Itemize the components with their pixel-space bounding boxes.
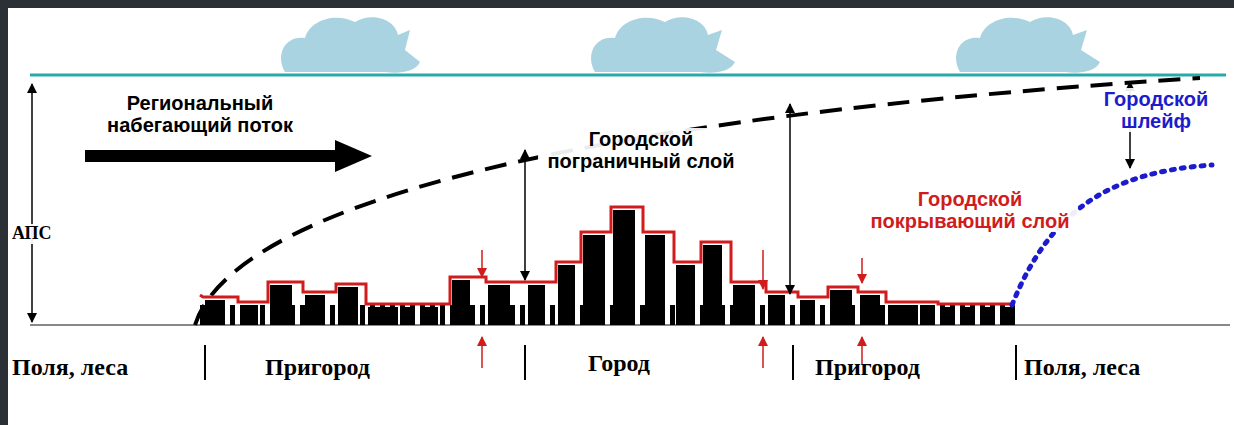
- building: [558, 265, 575, 325]
- building: [488, 285, 510, 325]
- cloud: [281, 17, 1100, 73]
- building: [1000, 307, 1015, 325]
- building: [205, 300, 225, 325]
- building: [528, 285, 545, 325]
- thickness-arrow: [789, 104, 791, 294]
- building: [980, 307, 995, 325]
- zone-label: Пригород: [815, 354, 920, 380]
- zone-label: Пригород: [265, 354, 370, 380]
- building: [305, 295, 325, 325]
- building: [645, 235, 665, 325]
- building: [960, 307, 975, 325]
- building: [940, 307, 955, 325]
- building: [830, 290, 852, 325]
- building: [385, 307, 398, 325]
- zone-label: Город: [588, 350, 650, 376]
- building: [402, 307, 414, 325]
- boundary-layer-curve: [195, 78, 1200, 325]
- building: [338, 287, 358, 325]
- building: [922, 305, 935, 325]
- building: [368, 307, 380, 325]
- abl-height-arrow: [31, 84, 33, 322]
- zone-label: Поля, леса: [12, 354, 128, 380]
- building: [240, 305, 258, 325]
- building: [420, 307, 438, 325]
- building: [452, 280, 470, 325]
- layer-label: Городской покрывающий слой: [862, 188, 1078, 232]
- abl-top-line: [30, 74, 1226, 77]
- layer-label: Городской пограничный слой: [538, 128, 744, 172]
- frame-band: [0, 0, 8, 425]
- frame-band: [0, 0, 1234, 8]
- flow-arrow: [85, 140, 372, 172]
- plume-curve: [1012, 165, 1212, 305]
- building: [733, 285, 755, 325]
- building: [888, 305, 900, 325]
- building: [613, 210, 635, 325]
- boundary-marker: [482, 250, 862, 368]
- axis-label: АПС: [9, 224, 55, 244]
- building: [270, 285, 292, 325]
- flow-label: Региональный набегающий поток: [80, 92, 320, 136]
- building: [800, 300, 815, 325]
- building: [703, 245, 722, 325]
- building: [905, 305, 918, 325]
- building: [860, 295, 880, 325]
- building: [676, 265, 695, 325]
- thickness-arrow: [524, 150, 526, 280]
- building: [768, 295, 785, 325]
- zone-divider: [205, 345, 1016, 380]
- zone-label: Поля, леса: [1024, 354, 1140, 380]
- building: [583, 235, 605, 325]
- plume-label: Городской шлейф: [1083, 88, 1229, 132]
